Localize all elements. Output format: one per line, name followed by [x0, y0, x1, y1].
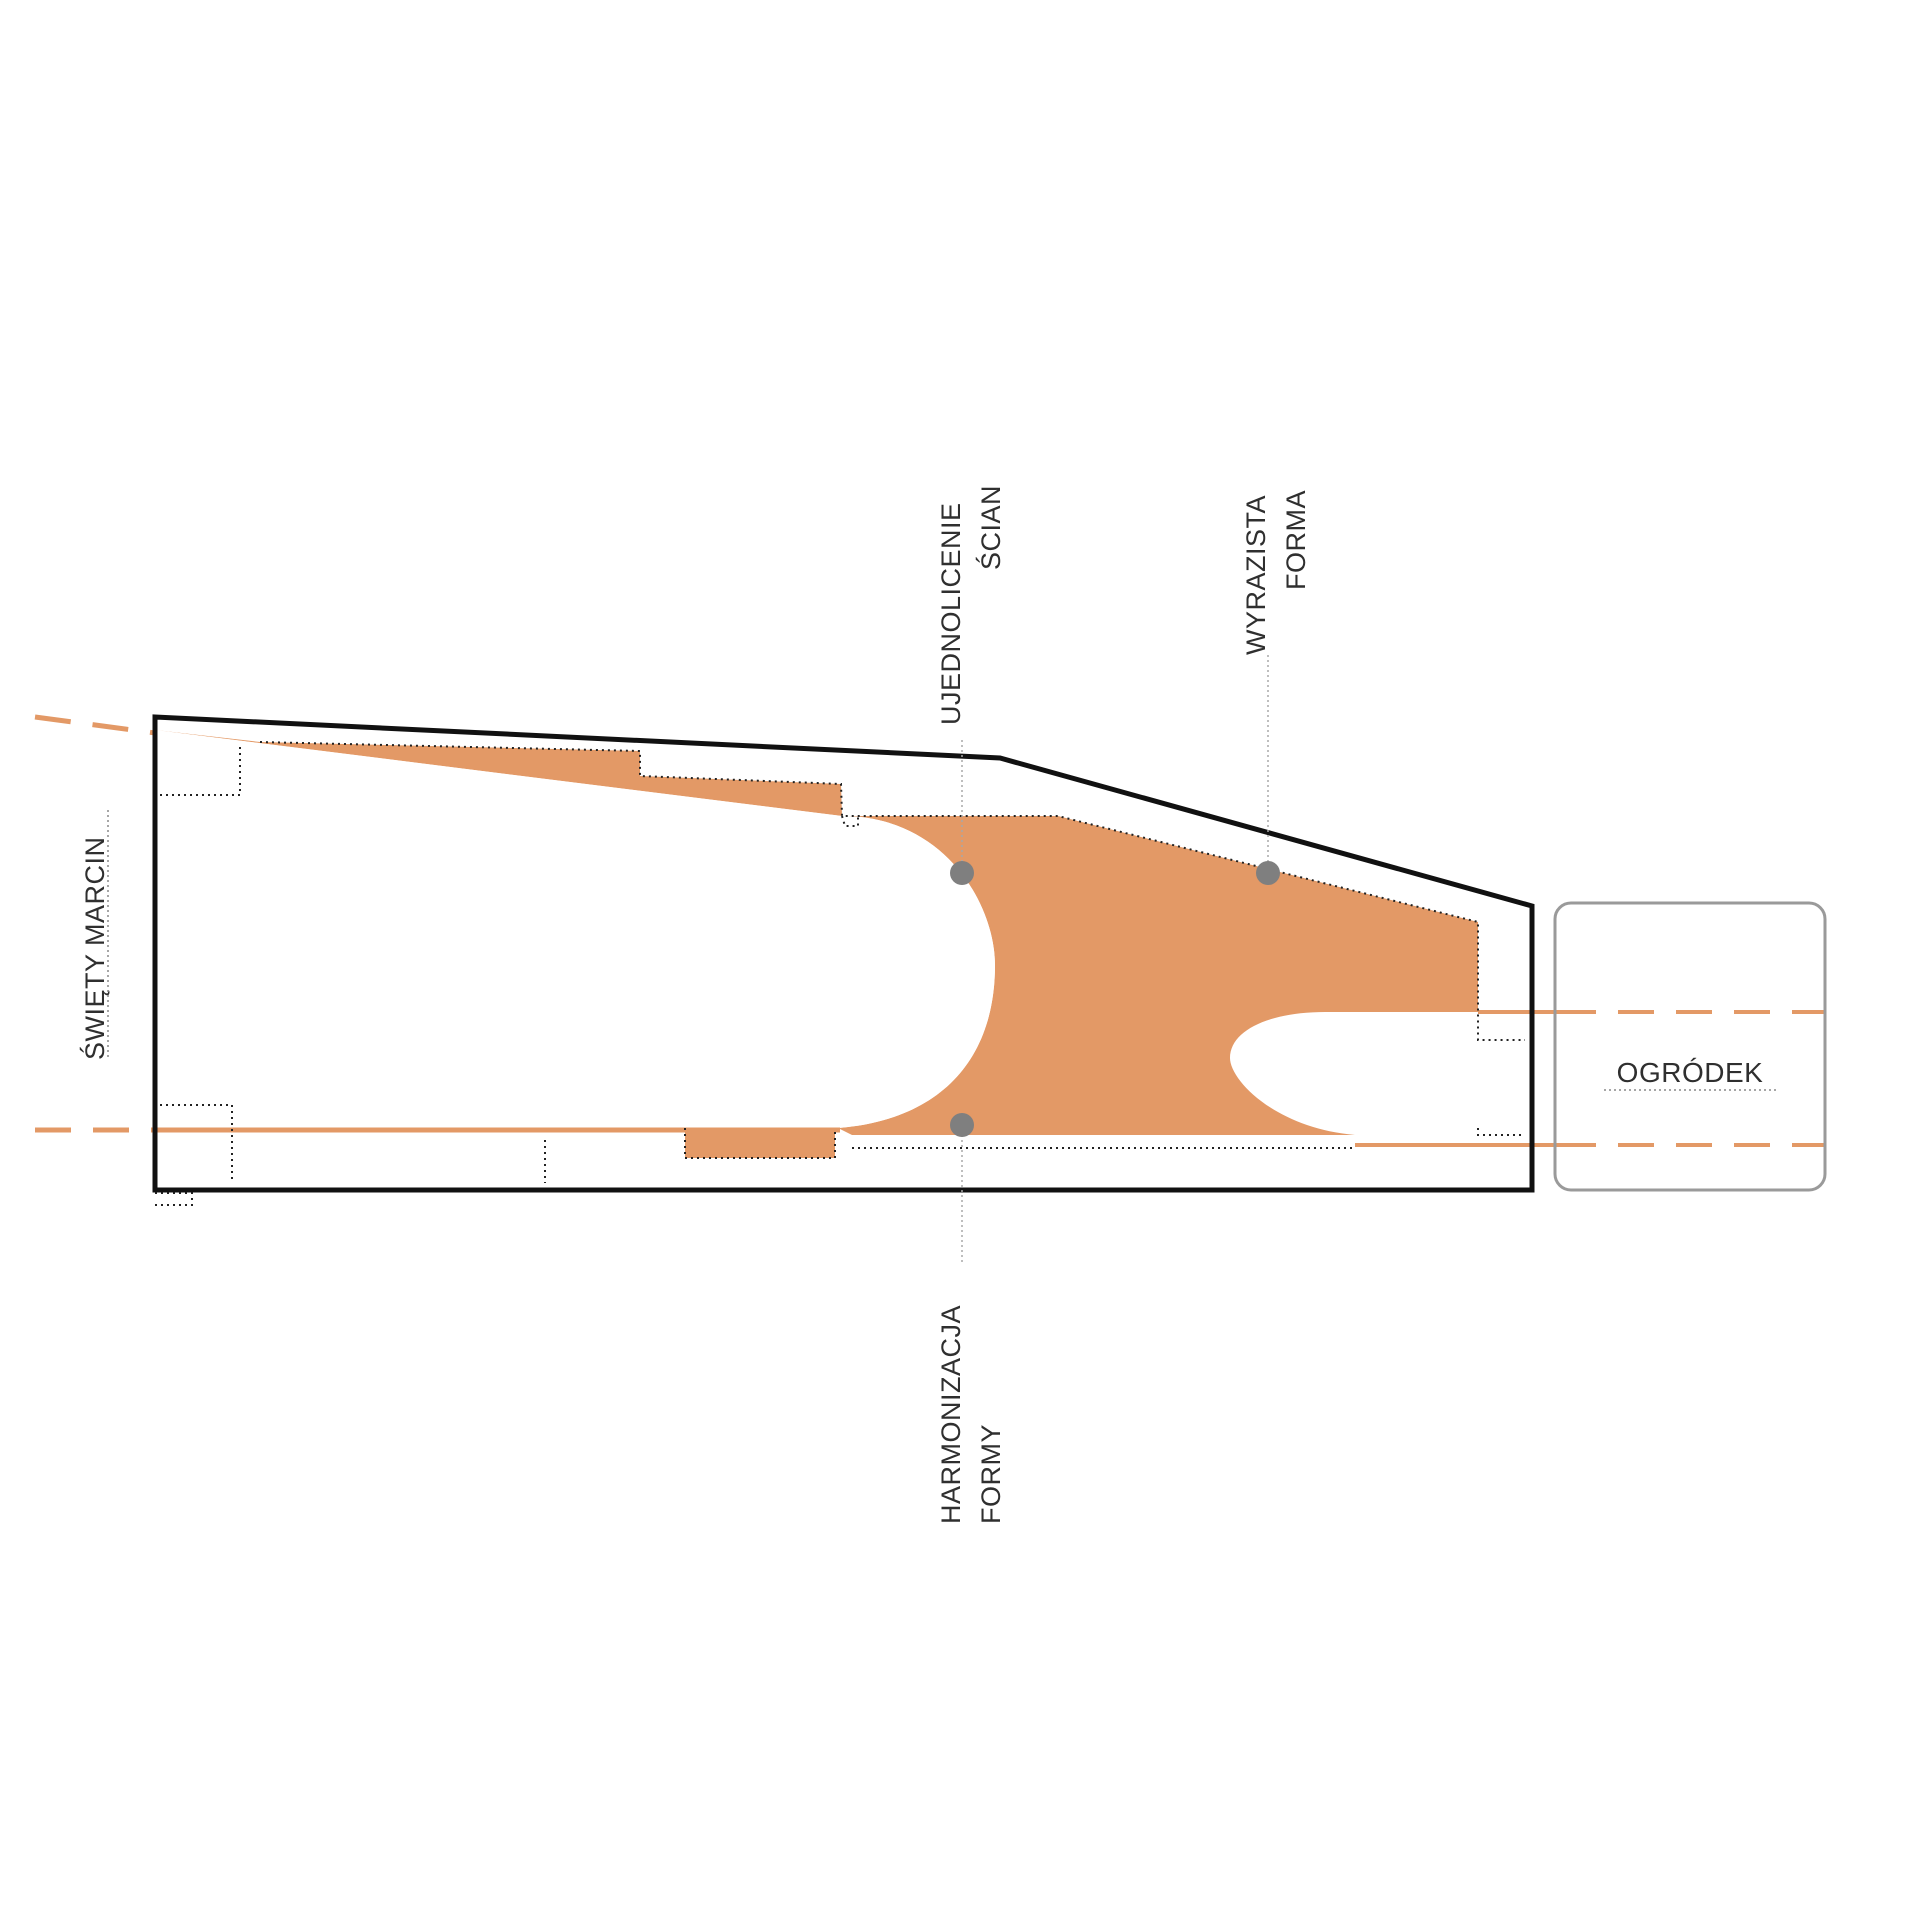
dotted-existing-outlines: [155, 741, 1525, 1206]
marker-ujednolicenie: [950, 861, 974, 885]
label-ujednolicenie-line2: ŚCIAN: [974, 485, 1006, 570]
building-volume-fill: [155, 730, 1478, 1135]
marker-harmonizacja: [950, 1113, 974, 1137]
street-line-upper-dashed: [34, 714, 156, 736]
label-wyrazista-line2: FORMA: [1281, 490, 1311, 590]
label-harmonizacja-line2: FORMY: [976, 1424, 1006, 1524]
label-swiety-marcin: ŚWIĘTY MARCIN: [78, 836, 110, 1060]
garden-box: [1553, 901, 1827, 1192]
courtyard-void: [155, 730, 995, 1128]
label-ogrodek: OGRÓDEK: [1617, 1057, 1764, 1088]
label-harmonizacja-line1: HARMONIZACJA: [936, 1305, 966, 1524]
label-ujednolicenie-line1: UJEDNOLICENIE: [936, 502, 966, 725]
label-wyrazista-line1: WYRAZISTA: [1241, 495, 1271, 655]
lower-step-block: [685, 1128, 835, 1158]
marker-wyrazista: [1256, 861, 1280, 885]
plot-outline: [152, 714, 1535, 1193]
